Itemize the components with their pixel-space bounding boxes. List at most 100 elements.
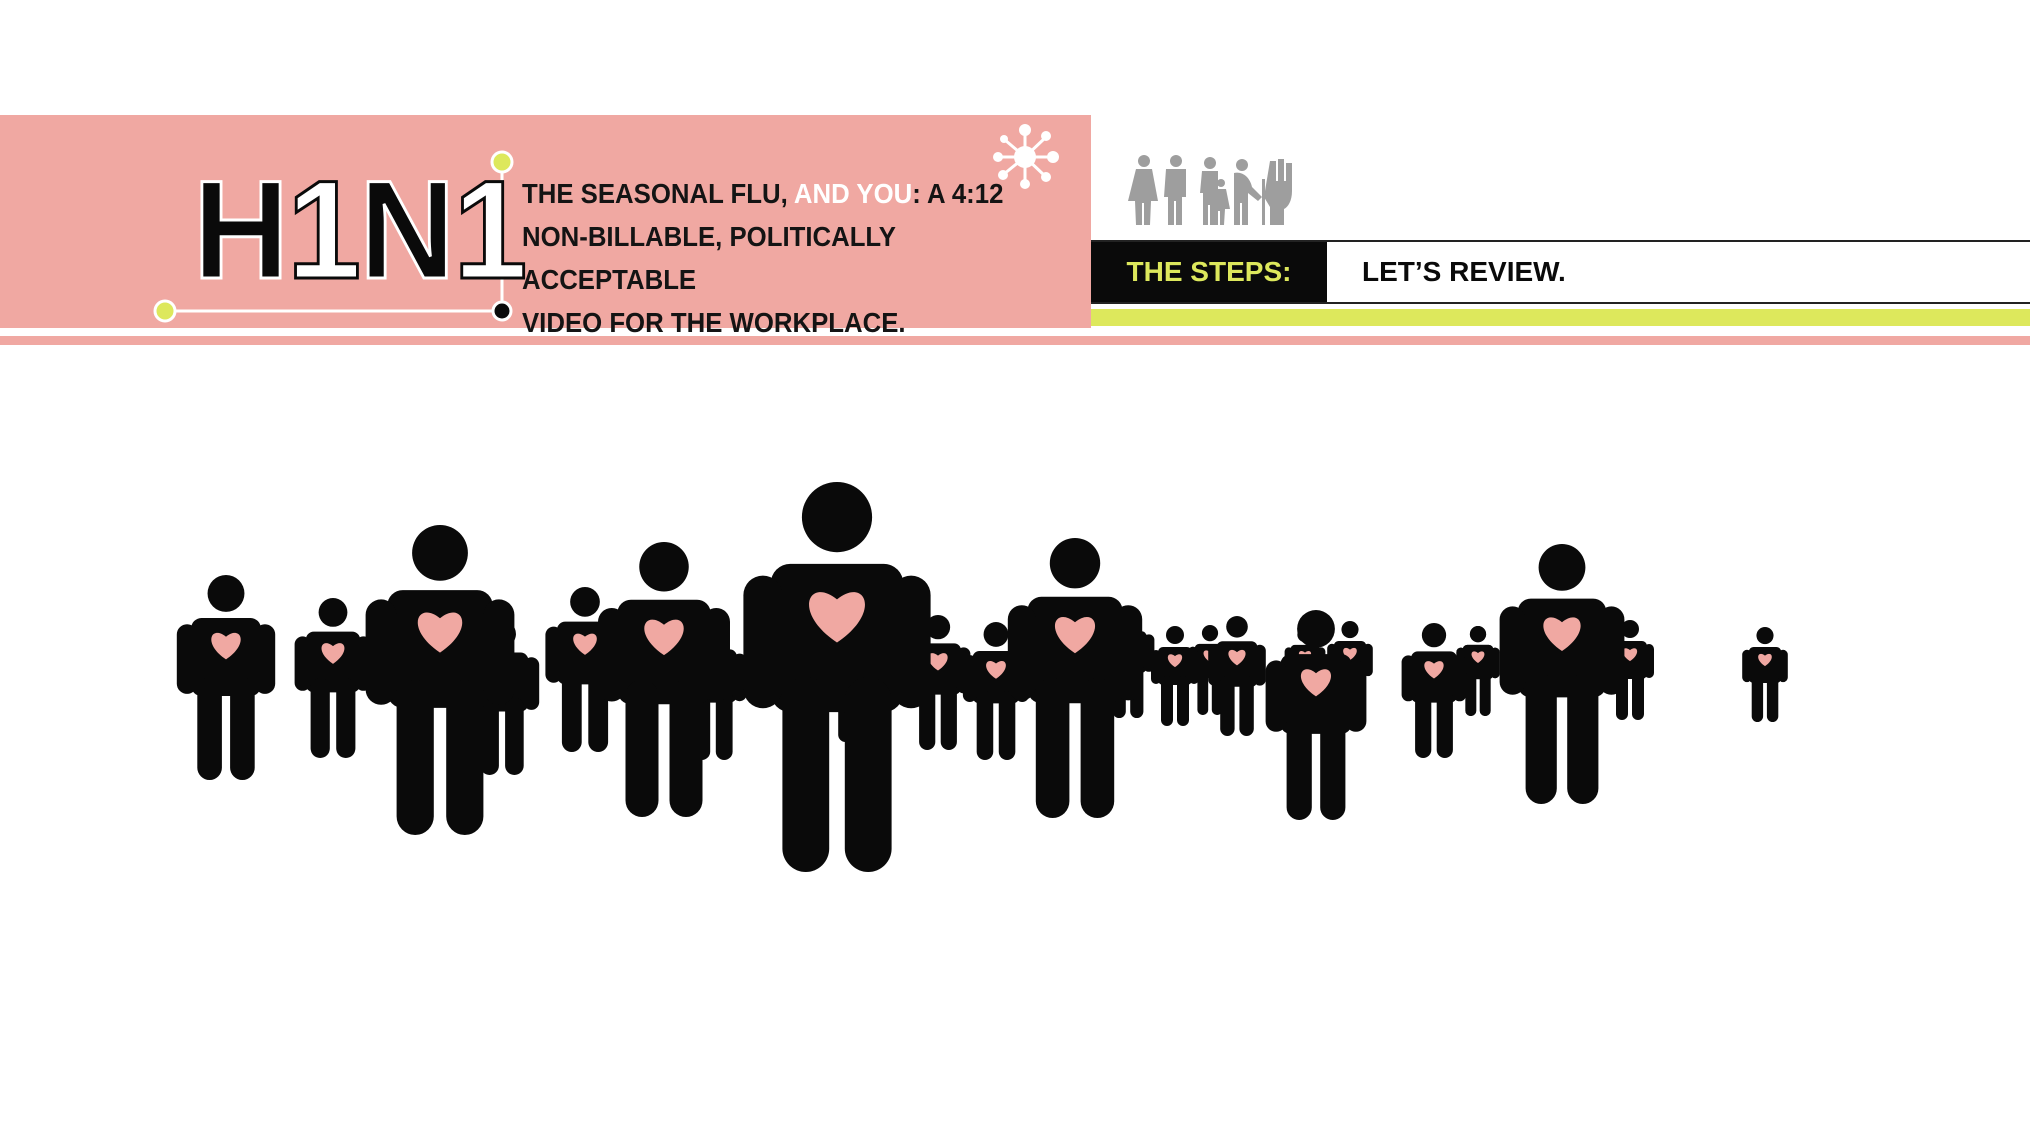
person-arm [702, 608, 730, 702]
person-leg [1286, 715, 1312, 820]
h1n1-logo: H1N1 [192, 158, 529, 301]
subtitle-line-3: VIDEO FOR THE WORKPLACE. [522, 307, 906, 338]
steps-label: THE STEPS: [1091, 242, 1327, 302]
person-leg [1465, 671, 1477, 716]
person-arm [1778, 649, 1788, 683]
person-arm [1114, 605, 1143, 701]
person-head [801, 482, 873, 553]
person-with-heart-icon [1007, 538, 1143, 818]
person-arm [1401, 655, 1416, 702]
heart-icon [928, 653, 948, 671]
person-arm [891, 575, 931, 709]
person-leg [1751, 674, 1764, 722]
person-arm [1189, 650, 1199, 684]
person-with-heart-icon [365, 525, 515, 835]
heart-icon [644, 619, 684, 656]
person-leg [1479, 671, 1491, 716]
person-leg [1035, 678, 1070, 818]
person-leg [625, 679, 659, 817]
person-leg [715, 690, 733, 760]
person-head [1201, 625, 1219, 642]
person-leg [1320, 715, 1346, 820]
heart-icon [211, 632, 241, 660]
person-with-heart-icon [1208, 616, 1266, 736]
person-leg [561, 669, 582, 752]
person-leg [1567, 674, 1599, 804]
person-with-heart-icon [1742, 627, 1788, 722]
video-subtitle: THE SEASONAL FLU, AND YOU: A 4:12 NON-BI… [522, 172, 1019, 344]
person-leg [669, 679, 703, 817]
person-arm [294, 636, 311, 691]
logo-letter-n: N [358, 151, 457, 308]
person-with-heart-icon [294, 598, 372, 758]
person-leg [1632, 670, 1644, 720]
person-arm [545, 626, 562, 683]
person-arm [1490, 647, 1500, 679]
person-leg [310, 678, 330, 758]
person-head [412, 525, 468, 581]
person-arm [1452, 655, 1467, 702]
heart-icon [1300, 669, 1332, 697]
heart-icon [573, 633, 597, 655]
person-head [1538, 544, 1586, 591]
person-head [318, 598, 348, 627]
person-arm [743, 575, 783, 709]
person-arm [1598, 606, 1625, 695]
person-leg [1080, 678, 1115, 818]
family-icon [1128, 155, 1292, 225]
person-head [570, 587, 600, 617]
subtitle-line-2: NON-BILLABLE, POLITICALLY ACCEPTABLE [522, 221, 896, 295]
person-leg [197, 677, 222, 780]
person-leg [480, 697, 499, 775]
person-leg [1525, 674, 1557, 804]
person-head [1297, 610, 1335, 648]
person-leg [844, 677, 892, 872]
heart-icon [321, 643, 345, 664]
person-head [1226, 616, 1248, 638]
person-leg [782, 677, 830, 872]
person-leg [505, 697, 524, 775]
person-with-heart-icon [1265, 610, 1367, 820]
person-leg [336, 678, 356, 758]
person-arm [598, 608, 626, 702]
person-leg [1177, 676, 1189, 726]
person-arm [1742, 649, 1752, 683]
heart-icon [1228, 649, 1246, 666]
person-arm [365, 599, 397, 705]
person-head [1469, 626, 1487, 643]
person-with-heart-icon [598, 542, 730, 817]
person-arm [523, 657, 540, 710]
person-leg [1161, 676, 1173, 726]
logo-digit-one: 1 [452, 151, 529, 308]
person-leg [940, 682, 957, 750]
heart-icon [1167, 654, 1183, 668]
person-leg [998, 691, 1016, 760]
person-with-heart-icon [1456, 626, 1500, 716]
person-arm [1151, 650, 1161, 684]
person-arm [1499, 606, 1526, 695]
person-head [925, 615, 951, 640]
person-arm [254, 624, 276, 694]
person-head [639, 542, 689, 592]
person-head [983, 622, 1009, 647]
logo-letter-h: H [192, 151, 291, 308]
person-arm [1345, 660, 1367, 732]
heart-icon [1471, 651, 1485, 664]
person-head [1341, 621, 1359, 639]
person-with-heart-icon [176, 575, 276, 780]
subtitle-highlight: AND YOU [793, 178, 913, 209]
heart-icon [1543, 617, 1581, 651]
person-leg [1239, 676, 1254, 736]
logo-digit-one: 1 [286, 151, 363, 308]
person-head [1166, 626, 1184, 644]
person-head [207, 575, 245, 612]
heart-icon [986, 660, 1006, 679]
person-leg [976, 691, 994, 760]
person-with-heart-icon [1401, 623, 1467, 758]
person-arm [176, 624, 198, 694]
person-arm [1644, 644, 1654, 678]
person-head [1421, 623, 1447, 648]
virus-icon [993, 124, 1059, 189]
person-arm [732, 653, 747, 702]
person-with-heart-icon [743, 482, 931, 872]
